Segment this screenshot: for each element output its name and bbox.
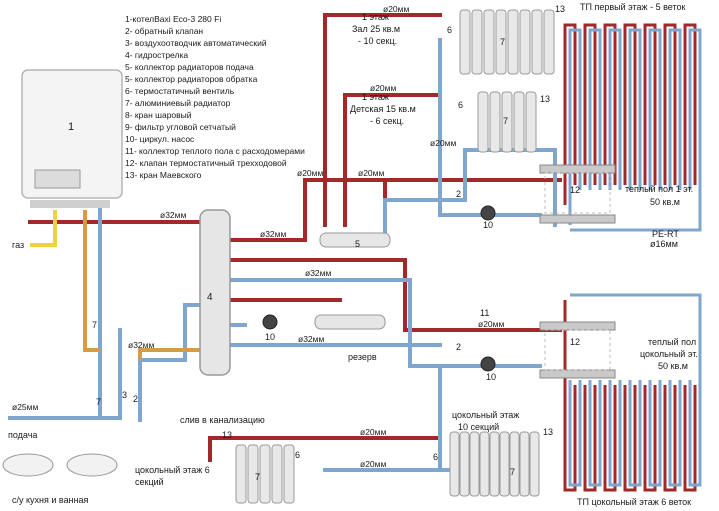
drain-label: слив в канализацию <box>180 415 265 425</box>
component-number: 6 <box>447 25 452 35</box>
pipe-size-label: ø20мм <box>478 319 504 329</box>
component-number: 6 <box>295 450 300 460</box>
tpb-loop-hot <box>563 300 697 492</box>
underfloor-manifold-1 <box>539 164 616 224</box>
legend-item: 5- коллектор радиаторов подача <box>125 62 254 72</box>
svg-text:5: 5 <box>355 239 360 249</box>
pipe-size-label: ø32мм <box>160 210 186 220</box>
pipe-size-label: ø32мм <box>128 340 154 350</box>
boiler-number: 1 <box>68 121 74 133</box>
component-number: 2 <box>456 189 461 199</box>
legend-item: 3- воздухоотводчик автоматический <box>125 38 267 48</box>
pipe-size-label: ø32мм <box>298 334 324 344</box>
component-number: 11 <box>480 308 489 318</box>
boiler: 1 <box>21 69 123 208</box>
pump-icons <box>262 205 496 372</box>
pipe16-label: ø16мм <box>650 239 678 249</box>
pipes-gas <box>30 210 57 247</box>
tpb-loop-cold <box>568 293 702 487</box>
component-number: 7 <box>92 320 97 330</box>
radiator-kids <box>477 91 537 153</box>
component-number: 6 <box>433 452 438 462</box>
component-number: 3 <box>122 390 127 400</box>
warm-floor-basement-label: теплый пол цокольный эт. 50 кв.м <box>640 337 700 371</box>
legend-item: 9- фильтр угловой сетчатый <box>125 122 236 132</box>
gas-label: газ <box>12 240 24 250</box>
legend-item: 7- алюминиевый радиатор <box>125 98 231 108</box>
radiator-collector-supply: 5 <box>319 232 391 249</box>
legend-item: 2- обратный клапан <box>125 26 203 36</box>
component-number: 7 <box>500 37 505 47</box>
basement-6-label: цокольный этаж 6 секций <box>135 465 212 487</box>
pipes-cold <box>8 38 557 472</box>
radiator-basement-6 <box>235 444 295 504</box>
tp1-loop-cold <box>568 28 702 232</box>
supply-label: подача <box>8 430 37 440</box>
legend-item: 5- коллектор радиаторов обратка <box>125 74 258 84</box>
component-number: 7 <box>255 472 260 482</box>
pipe-size-label: ø20мм <box>360 427 386 437</box>
component-number: 12 <box>570 337 580 347</box>
floor1-hall-line3: - 10 секц. <box>358 36 397 46</box>
legend-item: 11- коллектор теплого пола с расходомера… <box>125 146 305 156</box>
legend-item: 8- кран шаровый <box>125 110 192 120</box>
component-number: 7 <box>96 397 101 407</box>
boiler-panel <box>34 169 81 189</box>
pipe-size-label: ø20мм <box>297 168 323 178</box>
component-number: 13 <box>555 4 565 14</box>
tp-first-floor-title: ТП первый этаж - 5 веток <box>580 2 685 12</box>
legend-item: 4- гидрострелка <box>125 50 188 60</box>
floor1-kids-label: 1 этаж Детская 15 кв.м - 6 секц. <box>350 92 418 126</box>
svg-text:4: 4 <box>207 292 213 303</box>
underfloor-loops-basement <box>563 293 702 492</box>
component-number: 2 <box>456 342 461 352</box>
underfloor-loops-first-floor <box>563 23 702 232</box>
component-number: 13 <box>222 430 232 440</box>
radiator-collector-return <box>314 314 386 330</box>
legend: 1-котелBaxi Eco-3 280 Fi 2- обратный кла… <box>125 14 305 180</box>
component-number: 10 <box>483 220 493 230</box>
legend-item: 1-котелBaxi Eco-3 280 Fi <box>125 14 221 24</box>
legend-item: 10- циркул. насос <box>125 134 195 144</box>
component-number: 10 <box>265 332 275 342</box>
boiler-body <box>21 69 123 199</box>
pipe-size-label: ø20мм <box>358 168 384 178</box>
legend-item: 6- термостатичный вентиль <box>125 86 235 96</box>
pipe-size-label: ø25мм <box>12 402 38 412</box>
underfloor-manifold-2 <box>539 321 616 379</box>
component-number: 13 <box>543 427 553 437</box>
pipe-size-label: ø20мм <box>430 138 456 148</box>
legend-item: 12- клапан термостатичный трехходовой <box>125 158 287 168</box>
basement-10-label: цокольный этаж 10 секций <box>452 410 522 432</box>
component-number: 13 <box>540 94 550 104</box>
pe-rt-label: PE-RT <box>652 229 679 239</box>
pipe-filter-line <box>83 210 200 360</box>
component-number: 7 <box>510 467 515 477</box>
component-number: 7 <box>503 116 508 126</box>
component-number: 10 <box>486 372 496 382</box>
floor1-hall-line1: 1 этаж <box>362 12 389 22</box>
component-number: 12 <box>570 185 580 195</box>
hydro-arrow: 4 <box>199 209 231 376</box>
pipe-size-label: ø32мм <box>260 229 286 239</box>
labels: ТП первый этаж - 5 веток ТП цокольный эт… <box>8 2 700 507</box>
component-number: 6 <box>458 100 463 110</box>
tp1-loop-hot <box>563 23 697 205</box>
warm-floor-1-label: теплый пол 1 эт. 50 кв.м <box>625 184 696 207</box>
pipe-size-label: ø20мм <box>370 83 396 93</box>
pipe-size-label: ø32мм <box>305 268 331 278</box>
pipe-size-label: ø20мм <box>383 4 409 14</box>
component-number: 2 <box>133 394 138 404</box>
floor1-hall-line2: Зал 25 кв.м <box>352 24 400 34</box>
sink-icons <box>2 453 118 477</box>
sinks-label: с/у кухня и ванная <box>12 495 89 505</box>
floor1-hall-label: 1 этаж Зал 25 кв.м - 10 секц. <box>352 12 403 46</box>
radiator-hall <box>459 9 555 75</box>
legend-item: 13- кран Маевского <box>125 170 202 180</box>
tp-basement-title: ТП цокольный этаж 6 веток <box>577 497 691 507</box>
radiator-basement-10 <box>449 431 540 497</box>
reserve-label: резерв <box>348 352 377 362</box>
pipe-size-label: ø20мм <box>360 459 386 469</box>
